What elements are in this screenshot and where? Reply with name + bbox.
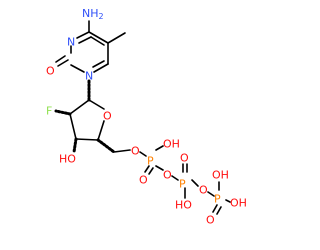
bond-c5prime-o5prime [113, 149, 131, 153]
bond-c4-c5 [88, 31, 109, 44]
bond-oab-pb [171, 175, 179, 181]
bond-c4prime-c5prime-hash [96, 138, 116, 154]
bond-pa-o-double-2 [148, 167, 154, 175]
label-pg-oh-top: OH [212, 169, 229, 182]
label-ho3prime: HO [59, 153, 76, 166]
label-pa-oh: OH [163, 138, 180, 151]
chemical-structure-diagram: NH2 N N O F O HO O P OH O O P O HO O P O… [46, 7, 247, 227]
label-o-bg: O [199, 184, 208, 197]
label-pg-o: O [206, 214, 215, 227]
label-o2: O [46, 65, 55, 78]
bond-c3prime-oh-hash [72, 137, 78, 154]
label-n3: N [67, 36, 75, 49]
bond-pa-o-double-1 [144, 165, 150, 173]
bond-c6-n1-double [92, 60, 105, 68]
label-n1: N [85, 70, 93, 83]
label-f: F [46, 105, 52, 118]
bond-n3-c4-double [78, 36, 92, 44]
label-nh2-main: NH [82, 7, 99, 20]
bond-n1-c2 [70, 64, 85, 73]
label-pa-o: O [139, 174, 148, 187]
label-pb: P [179, 178, 186, 191]
label-pg: P [214, 193, 221, 206]
bond-pa-oab [155, 165, 164, 171]
bond-pg-o-double-2 [216, 206, 222, 215]
bonds [54, 20, 231, 215]
bond-c5-methyl [107, 32, 126, 44]
label-nh2-subscript: 2 [99, 12, 104, 21]
bond-c2-o2-double [55, 55, 66, 63]
label-o-ab: O [163, 169, 172, 182]
bond-n3-c4 [76, 31, 90, 39]
label-pa: P [147, 155, 154, 168]
label-o4prime: O [103, 110, 112, 123]
label-nh2: NH2 [82, 7, 104, 21]
bond-c3prime-c2prime [69, 113, 77, 140]
bond-c4-c5-double [90, 36, 105, 46]
bond-c4prime-c3prime [75, 138, 99, 141]
bond-c2prime-c1prime [69, 99, 90, 115]
bond-c6-n1 [93, 63, 109, 73]
label-pg-oh-right: OH [230, 197, 247, 210]
label-pb-oh: HO [175, 199, 192, 212]
bond-pg-oh-right [225, 199, 231, 203]
bond-o5prime-pa [139, 151, 147, 157]
bond-c2-o2 [57, 59, 69, 67]
bond-c2prime-f-hash [54, 109, 72, 116]
bond-c1prime-o4prime [88, 99, 105, 110]
bond-o4prime-c4prime [97, 120, 105, 141]
bond-pb-obg [191, 179, 199, 187]
bond-pa-oh [155, 145, 164, 151]
label-pb-o: O [180, 152, 189, 165]
bond-obg-pg [207, 191, 215, 197]
atom-labels: NH2 N N O F O HO O P OH O O P O HO O P O… [46, 7, 247, 227]
bond-pg-o-double-1 [212, 204, 218, 213]
label-o5prime: O [131, 145, 140, 158]
